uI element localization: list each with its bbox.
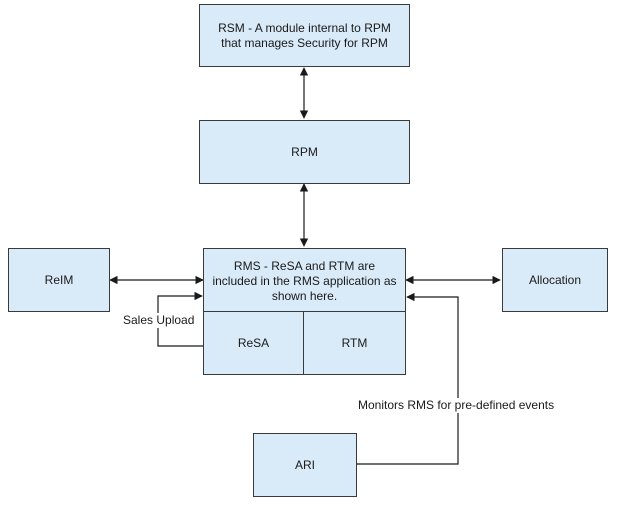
ari-box: ARI: [253, 433, 357, 497]
relm-box: ReIM: [8, 248, 110, 312]
rms-label: RMS - ReSA and RTM are included in the R…: [212, 259, 397, 303]
rtm-box: RTM: [303, 311, 406, 375]
ari-monitor-arrow: [357, 292, 459, 465]
sales-upload-label: Sales Upload: [122, 313, 196, 328]
allocation-label: Allocation: [528, 272, 582, 287]
ari-label: ARI: [294, 457, 315, 472]
monitors-label: Monitors RMS for pre-defined events: [357, 398, 556, 413]
resa-box: ReSA: [203, 311, 304, 375]
rsm-box: RSM - A module internal to RPM that mana…: [199, 4, 410, 67]
rsm-label: RSM - A module internal to RPM that mana…: [218, 20, 391, 50]
rpm-label: RPM: [291, 144, 318, 159]
relm-label: ReIM: [44, 272, 74, 287]
rtm-label: RTM: [341, 335, 368, 350]
rpm-box: RPM: [199, 120, 410, 184]
allocation-box: Allocation: [502, 248, 608, 312]
resa-label: ReSA: [237, 335, 270, 350]
